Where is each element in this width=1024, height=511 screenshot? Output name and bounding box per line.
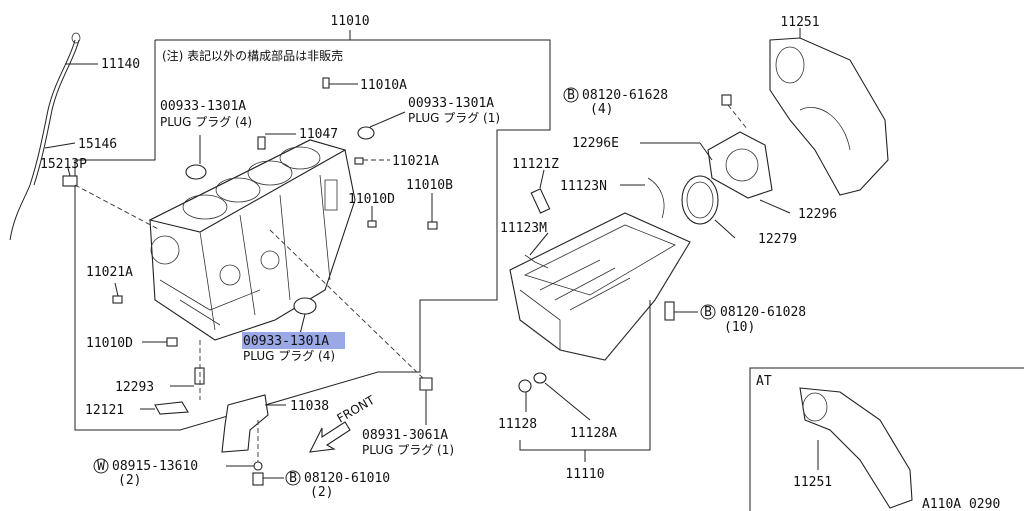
gasket-11123N bbox=[647, 177, 665, 219]
rear-seal-retainer bbox=[707, 131, 773, 199]
label-11128[interactable]: 11128 bbox=[498, 417, 537, 432]
bolt-pan bbox=[664, 301, 675, 321]
block-assembly-outline bbox=[74, 39, 551, 431]
inset-plate bbox=[799, 387, 913, 509]
dipstick-guide-plug bbox=[62, 175, 78, 187]
label-plug-highlight-text: PLUG プラグ (4) bbox=[243, 349, 335, 363]
label-11140[interactable]: 11140 bbox=[101, 57, 140, 72]
part-11047 bbox=[257, 136, 266, 150]
label-plug1-text: PLUG プラグ (1) bbox=[408, 111, 500, 125]
front-arrow bbox=[309, 421, 351, 453]
part-11010A bbox=[322, 77, 330, 89]
label-12296[interactable]: 12296 bbox=[798, 207, 837, 222]
leader-15146 bbox=[44, 142, 76, 149]
label-11010[interactable]: 11010 bbox=[330, 14, 369, 29]
label-11010D-top[interactable]: 11010D bbox=[348, 192, 395, 207]
part-11021A bbox=[354, 157, 364, 165]
label-plug-highlight-number[interactable]: 00933-1301A bbox=[243, 334, 329, 349]
label-bolt-top-qty: (4) bbox=[590, 102, 613, 117]
label-12296E[interactable]: 12296E bbox=[572, 136, 619, 151]
label-15146[interactable]: 15146 bbox=[78, 137, 117, 152]
label-plug4-number[interactable]: 00933-1301A bbox=[160, 99, 246, 114]
label-11110[interactable]: 11110 bbox=[565, 467, 604, 482]
part-11128 bbox=[518, 379, 532, 393]
circle-B-bottom: B bbox=[289, 471, 297, 486]
dipstick bbox=[9, 39, 76, 241]
label-drain-plug-text: PLUG プラグ (1) bbox=[362, 443, 454, 457]
label-11123N[interactable]: 11123N bbox=[560, 179, 607, 194]
oil-pan-drawing bbox=[509, 212, 691, 361]
label-plug1-number[interactable]: 00933-1301A bbox=[408, 96, 494, 111]
part-11128A bbox=[533, 372, 547, 384]
label-11021A-top[interactable]: 11021A bbox=[392, 154, 439, 169]
oil-seal-12279 bbox=[681, 175, 719, 225]
label-plug4-text: PLUG プラグ (4) bbox=[160, 115, 252, 129]
plug-part-highlight bbox=[293, 297, 317, 315]
label-bolt-bottom-number[interactable]: 08120-61010 bbox=[304, 471, 390, 486]
label-washer-qty: (2) bbox=[118, 473, 141, 488]
label-11010B[interactable]: 11010B bbox=[406, 178, 453, 193]
circle-W: W bbox=[97, 459, 105, 474]
label-bolt-pan-qty: (10) bbox=[724, 320, 755, 335]
label-11251[interactable]: 11251 bbox=[780, 15, 819, 30]
inset-frame bbox=[749, 367, 1024, 511]
label-11121Z[interactable]: 11121Z bbox=[512, 157, 559, 172]
label-11021A-left[interactable]: 11021A bbox=[86, 265, 133, 280]
label-11010A[interactable]: 11010A bbox=[360, 78, 407, 93]
bracket-11038 bbox=[221, 394, 269, 453]
label-11038[interactable]: 11038 bbox=[290, 399, 329, 414]
label-bolt-pan-number[interactable]: 08120-61028 bbox=[720, 305, 806, 320]
label-bolt-bottom-qty: (2) bbox=[310, 485, 333, 500]
rear-plate-11251 bbox=[769, 37, 889, 196]
label-12279[interactable]: 12279 bbox=[758, 232, 797, 247]
label-washer-number[interactable]: 08915-13610 bbox=[112, 459, 198, 474]
inset-label-11251[interactable]: 11251 bbox=[793, 475, 832, 490]
label-11010D-left[interactable]: 11010D bbox=[86, 336, 133, 351]
diagram-code: A110A 0290 bbox=[922, 497, 1000, 511]
part-11121Z bbox=[530, 188, 551, 214]
label-12293[interactable]: 12293 bbox=[115, 380, 154, 395]
label-12121[interactable]: 12121 bbox=[85, 403, 124, 418]
label-11047[interactable]: 11047 bbox=[299, 127, 338, 142]
bolt-08120-61628 bbox=[721, 94, 732, 106]
drain-plug bbox=[419, 377, 433, 391]
part-11123M bbox=[524, 254, 549, 269]
inset-title: AT bbox=[756, 374, 772, 389]
label-11123M[interactable]: 11123M bbox=[500, 221, 547, 236]
label-drain-plug-number[interactable]: 08931-3061A bbox=[362, 428, 448, 443]
label-front: FRONT bbox=[335, 393, 378, 426]
plug-part-right bbox=[357, 126, 375, 140]
part-12121 bbox=[154, 401, 189, 415]
bracket-11110 bbox=[519, 440, 651, 451]
label-15213P[interactable]: 15213P bbox=[40, 157, 87, 172]
cylinder-block-drawing bbox=[148, 139, 356, 341]
label-bolt-top-number[interactable]: 08120-61628 bbox=[582, 88, 668, 103]
plug-part-left bbox=[185, 164, 207, 180]
circle-B-top: B bbox=[567, 88, 575, 103]
label-11128A[interactable]: 11128A bbox=[570, 426, 617, 441]
highlight-box bbox=[242, 332, 345, 349]
circle-B-pan: B bbox=[704, 305, 712, 320]
notice-text: (注) 表記以外の構成部品は非販売 bbox=[162, 48, 343, 63]
